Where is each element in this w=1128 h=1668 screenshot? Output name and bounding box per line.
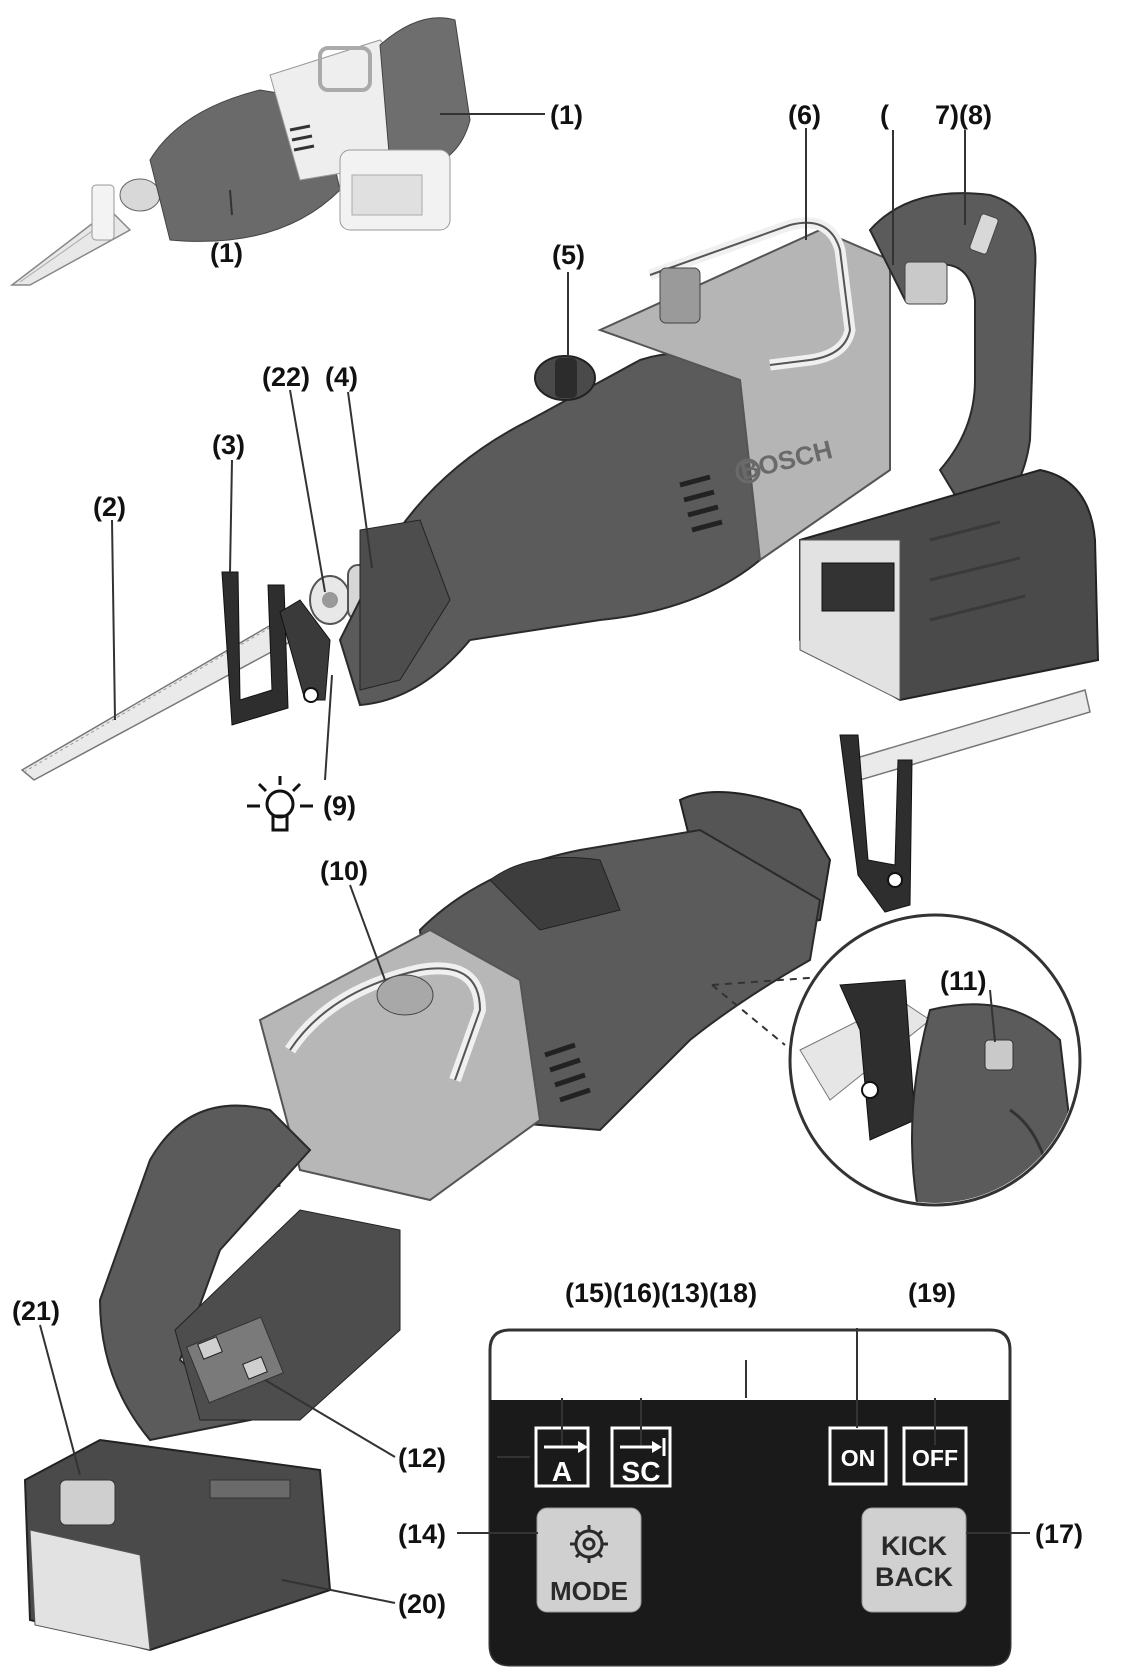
kickback-button[interactable]: KICK BACK (861, 1507, 967, 1613)
label-6: (6) (788, 100, 821, 130)
label-5: (5) (552, 240, 585, 270)
auto-mode-indicator: A (534, 1426, 590, 1488)
leader-lines (39, 113, 1030, 1604)
svg-text:OFF: OFF (912, 1445, 958, 1471)
svg-text:BACK: BACK (875, 1562, 953, 1592)
saw-blade-lower (848, 689, 1091, 781)
label-14: (14) (398, 1519, 446, 1549)
battery-lower (23, 1438, 332, 1652)
label-7-8: 7)(8) (935, 100, 992, 130)
svg-text:A: A (552, 1456, 572, 1487)
label-17: (17) (1035, 1519, 1083, 1549)
overview-saw (9, 17, 471, 286)
label-3: (3) (212, 430, 245, 460)
shoe-upper (221, 571, 331, 726)
label-1b: (1) (210, 238, 243, 268)
part-labels: (1) (1) (6) ( 7)(8) (5) (22) (4) (3) (2)… (12, 100, 1083, 1619)
label-19: (19) (908, 1278, 956, 1308)
label-12: (12) (398, 1443, 446, 1473)
detail-magnifier (711, 913, 1082, 1207)
label-10: (10) (320, 856, 368, 886)
svg-text:SC: SC (622, 1456, 661, 1487)
label-20: (20) (398, 1589, 446, 1619)
svg-text:MODE: MODE (550, 1576, 628, 1606)
label-9: (9) (323, 791, 356, 821)
label-7-open: ( (880, 100, 889, 130)
svg-text:KICK: KICK (881, 1531, 947, 1561)
main-saw-lower (23, 689, 1091, 1652)
vents-upper (679, 474, 723, 533)
label-15-16-13-18: (15)(16)(13)(18) (565, 1278, 757, 1308)
label-22: (22) (262, 362, 310, 392)
svg-text:ON: ON (841, 1445, 876, 1471)
light-bulb-icon (247, 776, 313, 832)
label-11: (11) (940, 966, 987, 996)
tool-control-panel (186, 1316, 284, 1404)
control-panel-detail: A SC ON OFF MODE (488, 1328, 1012, 1667)
soft-cut-indicator: SC (610, 1426, 672, 1488)
mode-button[interactable]: MODE (536, 1507, 642, 1613)
battery-upper (799, 468, 1100, 702)
label-1a: (1) (550, 100, 583, 130)
label-2: (2) (93, 492, 126, 522)
detail-button (984, 1039, 1014, 1071)
label-4: (4) (325, 362, 358, 392)
label-21: (21) (12, 1296, 60, 1326)
main-saw-upper: BOSCH (20, 192, 1100, 781)
gear-icon (570, 1525, 608, 1563)
